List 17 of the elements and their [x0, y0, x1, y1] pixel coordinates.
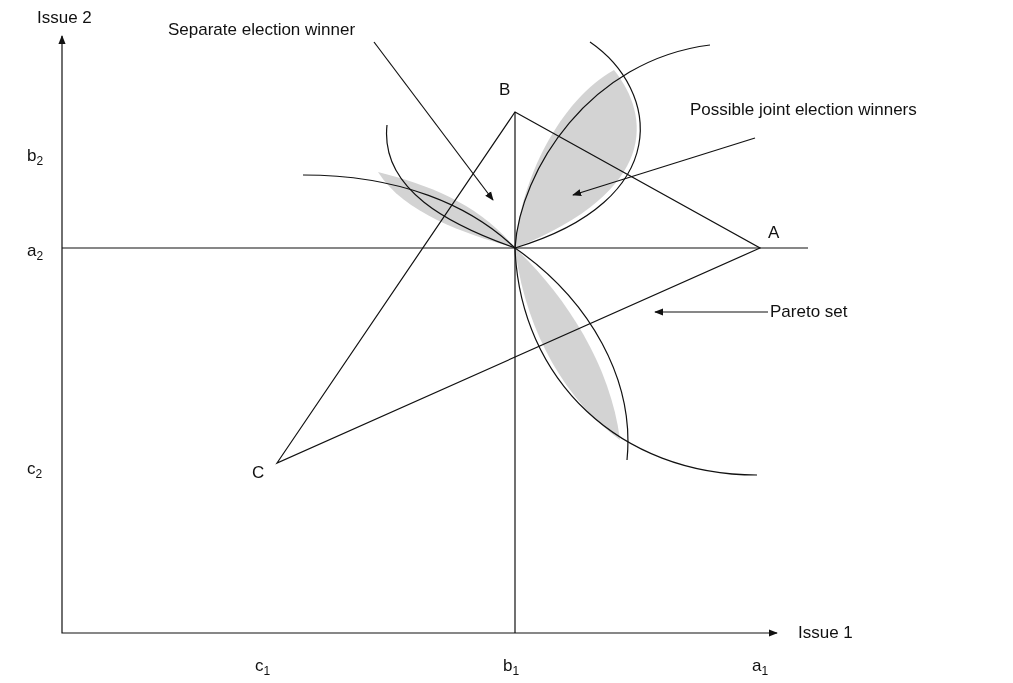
vertex-label: A	[768, 223, 780, 243]
axis-label: b$_{2}$	[27, 146, 44, 171]
leader-arrow	[654, 308, 769, 316]
axis-label: b$_{1}$	[503, 656, 520, 681]
leader-arrow	[572, 137, 756, 196]
axis-label: c$_{1}$	[255, 656, 271, 681]
axis-label: a$_{1}$	[752, 656, 769, 681]
axis-label: B	[499, 80, 511, 100]
annotation-text: Possible joint election winners	[690, 100, 917, 120]
vertex-label: C	[252, 463, 265, 483]
axis-label: Issue 1	[798, 623, 853, 643]
leader-arrow	[373, 41, 494, 201]
axis-label: c$_{2}$	[27, 459, 43, 484]
axis-label: Issue 2	[37, 8, 92, 28]
annotation-text: Pareto set	[770, 302, 848, 322]
annotation-text: Separate election winner	[168, 20, 356, 40]
axis-label: a$_{2}$	[27, 241, 44, 266]
